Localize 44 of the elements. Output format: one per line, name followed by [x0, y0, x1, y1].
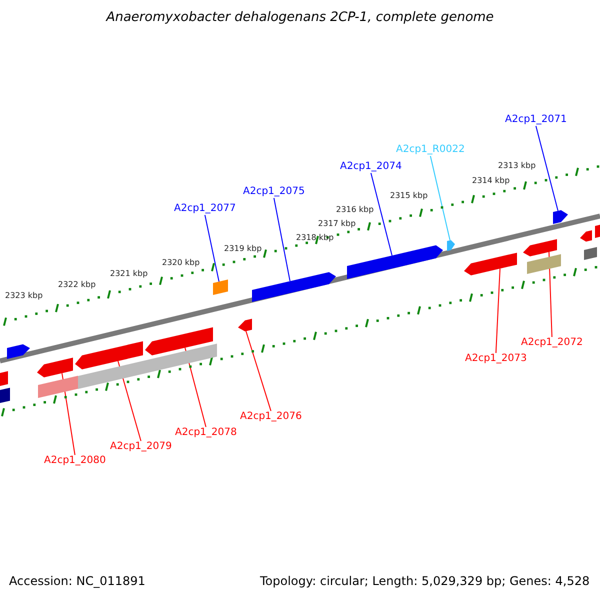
scale-label: 2318 kbp	[296, 233, 334, 243]
scale-label: 2322 kbp	[58, 280, 96, 290]
leader-line	[430, 156, 450, 241]
scale-label: 2317 kbp	[318, 219, 356, 229]
gene-feature	[347, 245, 443, 279]
gene-label: A2cp1_2071	[505, 114, 567, 126]
scale-label: 2320 kbp	[162, 258, 200, 268]
gene-label: A2cp1_R0022	[396, 144, 465, 156]
gene-feature	[553, 210, 568, 224]
scale-label: 2323 kbp	[5, 291, 43, 301]
leader-line	[370, 172, 392, 256]
leader-line	[246, 330, 272, 412]
scale-label: 2315 kbp	[390, 191, 428, 201]
accession-text: Accession: NC_011891	[9, 574, 146, 588]
leader-line	[273, 198, 290, 282]
gene-label: A2cp1_2080	[44, 455, 106, 467]
genome-info-text: Topology: circular; Length: 5,029,329 bp; Genes: 4,528	[260, 574, 590, 588]
scale-label: 2316 kbp	[336, 205, 374, 215]
gene-label: A2cp1_2074	[340, 161, 402, 173]
gene-feature	[238, 318, 252, 332]
gene-label: A2cp1_2072	[521, 337, 583, 349]
leader-line	[535, 126, 558, 212]
gene-feature	[213, 280, 228, 295]
gene-feature	[464, 252, 517, 276]
gene-feature	[447, 240, 455, 251]
gene-label: A2cp1_2079	[110, 441, 172, 453]
gene-label: A2cp1_2076	[240, 411, 302, 423]
gene-feature	[37, 358, 73, 378]
scale-label: 2321 kbp	[110, 269, 148, 279]
gene-feature	[75, 341, 143, 370]
leader-line	[495, 268, 500, 354]
map-title: Anaeromyxobacter dehalogenans 2CP-1, complete genome	[104, 10, 495, 26]
gene-feature	[145, 327, 213, 356]
gene-feature	[523, 239, 557, 256]
gene-feature	[252, 272, 336, 302]
gene-label: A2cp1_2075	[243, 186, 305, 198]
scale-label: 2319 kbp	[224, 244, 262, 254]
scale-label: 2313 kbp	[498, 161, 536, 171]
scale-label: 2314 kbp	[472, 176, 510, 186]
leader-line	[204, 214, 220, 282]
gene-label: A2cp1_2073	[465, 353, 527, 365]
gene-label: A2cp1_2078	[175, 427, 237, 439]
leader-line	[548, 251, 552, 338]
gene-label: A2cp1_2077	[174, 203, 236, 215]
